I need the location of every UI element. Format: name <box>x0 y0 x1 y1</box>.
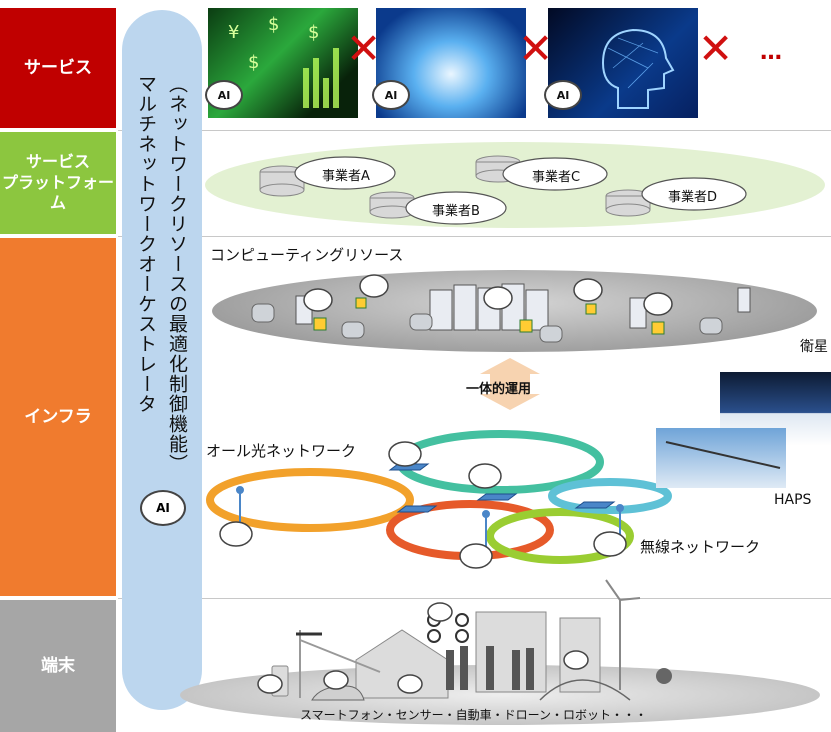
svg-text:$: $ <box>248 52 259 73</box>
greenhouse-icon <box>539 679 631 701</box>
haps-aircraft-icon <box>665 441 781 469</box>
operator-label: 事業者D <box>668 190 718 205</box>
divider <box>118 130 831 131</box>
operator-label: 事業者C <box>532 170 581 185</box>
gear-icon <box>656 668 672 684</box>
svg-text:¥: ¥ <box>228 22 239 43</box>
orchestrator-bar: （ネットワークリソースの最適化制御機能） マルチネットワークオーケストレータ A… <box>122 10 202 710</box>
integration-label: 一体的運用 <box>466 382 532 397</box>
layer-terminal: 端末 <box>0 600 116 732</box>
svg-text:$: $ <box>268 14 279 35</box>
people-icon <box>446 646 534 690</box>
ai-brain-icon: AI <box>205 80 243 110</box>
layer-infra: インフラ <box>0 238 116 596</box>
chip-icon <box>313 297 665 335</box>
cross-icon: ✕ <box>518 24 554 73</box>
ai-head-icon <box>601 28 675 109</box>
wireless-network-label: 無線ネットワーク <box>640 538 761 556</box>
bidirectional-arrow-icon <box>480 358 540 410</box>
bridge-icon <box>299 630 381 698</box>
layer-platform: サービス プラットフォーム <box>0 132 116 234</box>
ai-brain-icon: AI <box>544 80 582 110</box>
optical-network-label: オール光ネットワーク <box>206 442 357 460</box>
satellite-label: 衛星 <box>800 339 828 355</box>
orchestrator-subtitle: （ネットワークリソースの最適化制御機能） <box>166 74 188 474</box>
haps-image <box>656 428 786 488</box>
cross-icon: ✕ <box>698 24 734 73</box>
wind-turbine-icon <box>605 579 641 690</box>
divider <box>118 236 831 237</box>
ai-brain-icon: AI <box>140 490 186 526</box>
chart-bars-icon: ¥ $ $ $ <box>228 14 339 108</box>
layer-service: サービス <box>0 8 116 128</box>
more-ellipsis: … <box>760 40 782 65</box>
operator-label: 事業者B <box>432 204 480 219</box>
orchestrator-title: マルチネットワークオーケストレータ <box>135 74 157 414</box>
drone-icon <box>427 613 469 643</box>
svg-text:$: $ <box>308 22 319 43</box>
operator-label: 事業者A <box>322 169 370 184</box>
computing-label: コンピューティングリソース <box>210 246 404 264</box>
terminal-caption: スマートフォン・センサー・自動車・ドローン・ロボット・・・ <box>300 708 648 722</box>
divider <box>118 598 831 599</box>
ai-brain-icon: AI <box>372 80 410 110</box>
haps-label: HAPS <box>774 492 812 508</box>
cross-icon: ✕ <box>346 24 382 73</box>
